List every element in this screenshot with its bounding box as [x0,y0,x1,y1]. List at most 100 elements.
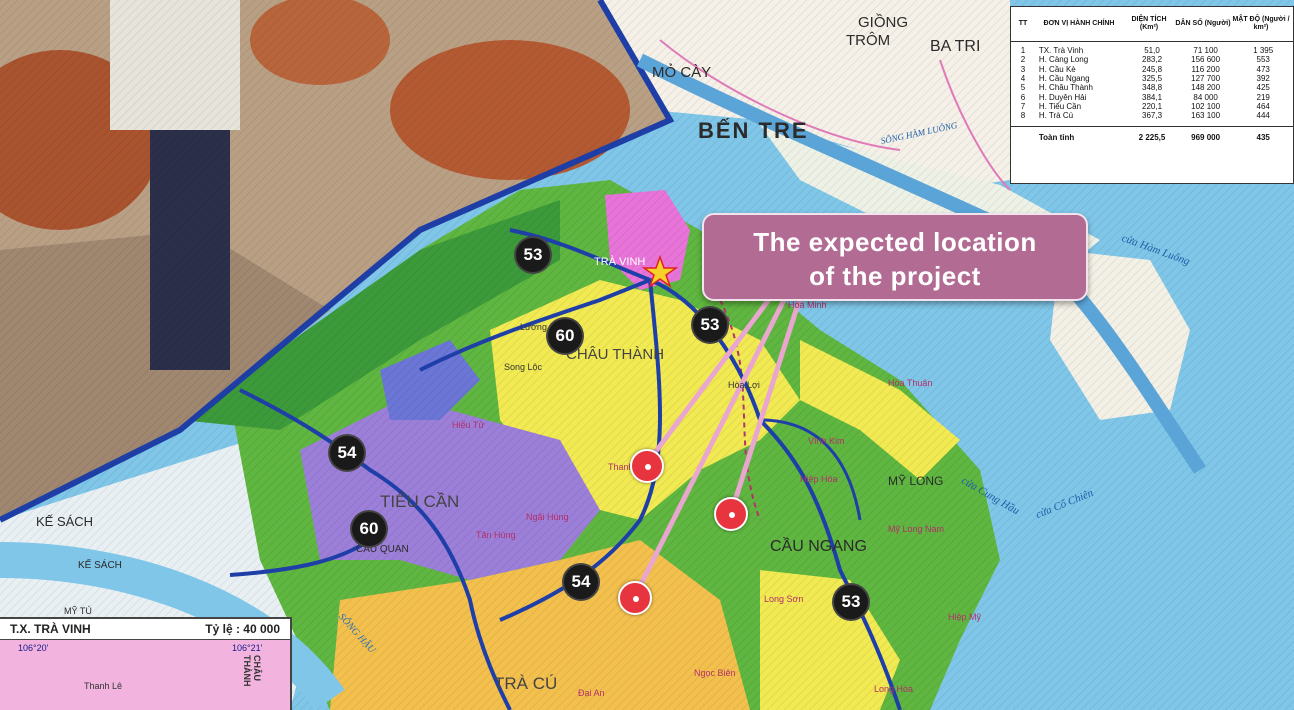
label-mo-cay: MỎ CÀY [652,64,712,81]
project-location-pin-1[interactable] [630,449,664,483]
cell-density: 464 [1256,101,1270,111]
district-statistics-table: TT ĐƠN VỊ HÀNH CHÍNH DIỆN TÍCH (Km²) DÂN… [1010,6,1294,184]
cell-area: 325,5 [1142,74,1163,84]
boundary-pink-2 [939,59,1011,191]
cell-population: 127 700 [1191,74,1221,84]
capital-star [641,254,679,288]
inset-coord-right: 106°21' [232,643,263,653]
label-hiep-my: Hiệp Mỹ [948,612,982,622]
cell-index: 1 [1020,46,1026,56]
cell-population: 84 000 [1193,92,1218,102]
cell-area: 367,3 [1142,111,1163,121]
total-cell-unit: Toàn tỉnh [1038,132,1075,142]
label-my-tu: MỸ TÚ [64,606,92,616]
project-location-pin-3[interactable] [618,581,652,615]
route-marker-53-north: 53 [516,238,550,272]
header-unit: ĐƠN VỊ HÀNH CHÍNH [1043,20,1115,27]
label-my-long: MỸ LONG [888,474,944,488]
total-cell-population: 969 000 [1191,132,1221,142]
label-chau-thanh: CHÂU THÀNH [566,346,665,363]
cell-density: 1 395 [1253,46,1274,56]
cell-unit: TX. Trà Vinh [1038,46,1084,56]
label-hieu-tu: Hiếu Tử [452,420,485,430]
label-vinh-kim: Vĩnh Kim [808,436,845,446]
cell-area: 245,8 [1142,64,1163,74]
cell-density: 473 [1256,64,1270,74]
callout-line-1: The expected location [753,227,1037,257]
label-ba-tri: BA TRI [930,38,981,55]
cell-unit: H. Cầu Ngang [1038,74,1090,84]
cell-population: 102 100 [1191,101,1221,111]
cell-area: 51,0 [1144,46,1160,56]
cell-index: 6 [1020,92,1026,102]
cell-density: 553 [1256,55,1270,65]
cell-index: 7 [1020,101,1026,111]
cell-unit: H. Tiểu Cần [1038,101,1082,111]
table-total-row: Toàn tỉnh 2 225,5 969 000 435 [1011,126,1293,147]
project-location-pin-2[interactable] [714,497,748,531]
cell-area: 348,8 [1142,83,1163,93]
total-cell-density: 435 [1256,132,1270,142]
project-location-callout: The expected location of the project [702,213,1088,301]
label-giong-trom-2: TRÔM [846,32,891,49]
inset-map-tra-vinh: T.X. TRÀ VINH Tỷ lệ : 40 000 106°20' 106… [0,617,292,710]
cell-unit: H. Châu Thành [1038,83,1093,93]
cell-unit: H. Trà Cú [1038,111,1074,121]
road-east [759,418,862,521]
label-tra-vinh: TRÀ VINH [594,256,646,268]
callout-line-2: of the project [809,261,981,291]
label-my-long-nam: Mỹ Long Nam [888,524,945,534]
boundary-east [719,299,761,521]
table-row: 6 H. Duyên Hải 384,1 84 000 219 [1011,92,1293,102]
total-cell-area: 2 225,5 [1138,132,1166,142]
label-cau-quan: CẦU QUAN [356,544,409,555]
route-marker-53-mid: 53 [693,308,727,342]
cell-unit: H. Duyên Hải [1038,92,1087,102]
label-long-son: Long Sơn [764,594,804,604]
label-thanh-my: Thanh Mỹ [608,462,649,472]
label-ngoc-bien: Ngọc Biên [694,668,736,678]
cell-index: 4 [1020,74,1026,84]
route-marker-54-west: 54 [330,436,364,470]
road-54 [239,388,512,710]
cell-density: 392 [1256,74,1270,84]
route-marker-53-south: 53 [834,585,868,619]
header-density: MẬT ĐỘ (Người / km²) [1232,16,1290,31]
cell-density: 425 [1256,83,1270,93]
road-60 [419,278,651,372]
inset-coord-left: 106°20' [18,643,49,653]
road-53-north [509,228,651,282]
inset-label-thanh-le: Thanh Lê [84,681,123,691]
cell-unit: H. Cầu Kè [1038,64,1076,74]
label-hiep-hoa: Hiệp Hòa [800,474,838,484]
cell-index: 5 [1020,83,1026,93]
table-header: TT ĐƠN VỊ HÀNH CHÍNH DIỆN TÍCH (Km²) DÂN… [1011,7,1293,42]
label-tra-cu: TRÀ CÚ [494,674,558,693]
cell-index: 3 [1020,64,1026,74]
inset-title-bar: T.X. TRÀ VINH Tỷ lệ : 40 000 [0,619,290,640]
boundary-pink [659,39,901,151]
label-long-hoa: Long Hòa [874,684,914,694]
label-hoa-thuan: Hòa Thuận [888,378,933,388]
label-ke-sach-1: KẾ SÁCH [36,514,94,529]
cell-area: 220,1 [1142,101,1163,111]
inset-label-chau-thanh: CHÂU THÀNH [242,655,262,687]
label-ngai-hung: Ngãi Hùng [526,512,569,522]
header-area: DIỆN TÍCH (Km²) [1131,16,1167,31]
header-population: DÂN SỐ (Người) [1175,20,1231,27]
cell-density: 219 [1256,92,1270,102]
label-tieu-can: TIỂU CẦN [380,492,460,511]
label-ke-sach-2: KẾ SÁCH [78,560,122,571]
cell-area: 384,1 [1142,92,1163,102]
label-dai-an: Đại An [578,688,605,698]
leader-line-3 [633,296,788,596]
cell-density: 444 [1256,111,1270,121]
road-60-south [229,538,372,577]
leader-line-2 [729,297,803,511]
